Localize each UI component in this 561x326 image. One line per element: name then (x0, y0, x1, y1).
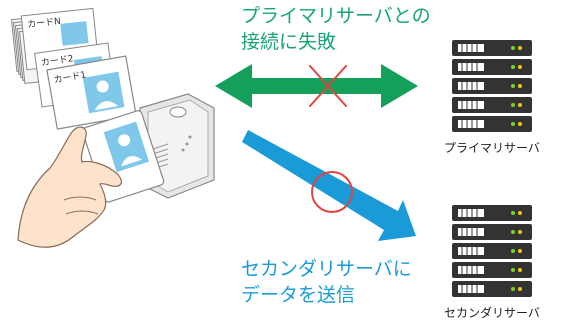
hand (17, 126, 122, 248)
circle-icon (311, 171, 353, 213)
card-n-photo (60, 21, 89, 46)
failure-message-line2: 接続に失敗 (241, 31, 336, 53)
secondary-server-label: セカンダリサーバ (444, 305, 540, 320)
hand-with-card (17, 110, 165, 248)
card-n-label: カードN (27, 16, 62, 30)
success-message-line2: データを送信 (241, 284, 355, 306)
card-stack: カードN カード2 カード1 (10, 7, 137, 130)
primary-server-icon (452, 40, 532, 132)
card-2-label: カード2 (40, 53, 74, 68)
person-icon (94, 80, 119, 111)
failed-connection-arrow (215, 64, 418, 108)
failure-message-line1: プライマリサーバとの (241, 5, 431, 27)
cross-icon (309, 65, 347, 107)
card-1: カード1 (46, 55, 137, 130)
secondary-server-icon (452, 205, 532, 297)
primary-server-label: プライマリサーバ (444, 141, 540, 155)
success-message-line1: セカンダリサーバに (241, 258, 412, 280)
data-send-arrow (242, 130, 416, 241)
